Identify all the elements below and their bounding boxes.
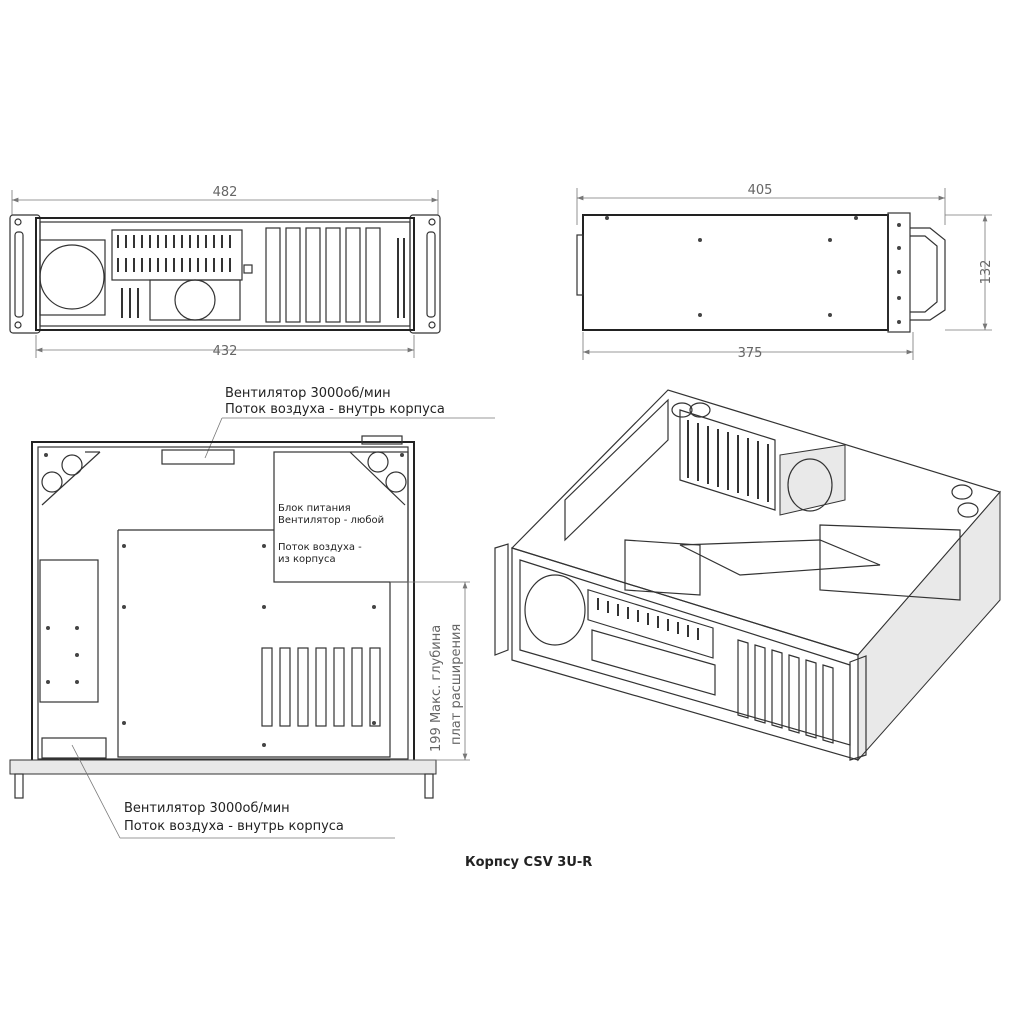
dim-375: 375	[738, 346, 763, 361]
fan-top-label-1: Вентилятор 3000об/мин	[225, 386, 391, 401]
dim-432: 432	[213, 344, 238, 359]
top-view: Вентилятор 3000об/мин Поток воздуха - вн…	[9, 386, 495, 839]
isometric-view	[494, 389, 1002, 762]
dim-482: 482	[213, 185, 238, 200]
front-view: 482 432	[9, 185, 441, 359]
depth-label-2: плат расширения	[449, 624, 464, 745]
fan-top-label-2: Поток воздуха - внутрь корпуса	[225, 402, 445, 417]
psu-label-3: Поток воздуха -	[278, 542, 362, 553]
psu-label-1: Блок питания	[278, 503, 351, 514]
fan-bottom-label-2: Поток воздуха - внутрь корпуса	[124, 819, 344, 834]
side-view: 405 132 375	[576, 183, 994, 361]
drawing-title: Корпсу CSV 3U-R	[465, 855, 592, 870]
dim-405: 405	[748, 183, 773, 198]
psu-label-2: Вентилятор - любой	[278, 515, 384, 526]
dim-132: 132	[979, 260, 994, 285]
psu-label-4: из корпуса	[278, 554, 336, 565]
fan-bottom-label-1: Вентилятор 3000об/мин	[124, 801, 290, 816]
depth-label-1: 199 Макс. глубина	[429, 625, 444, 752]
